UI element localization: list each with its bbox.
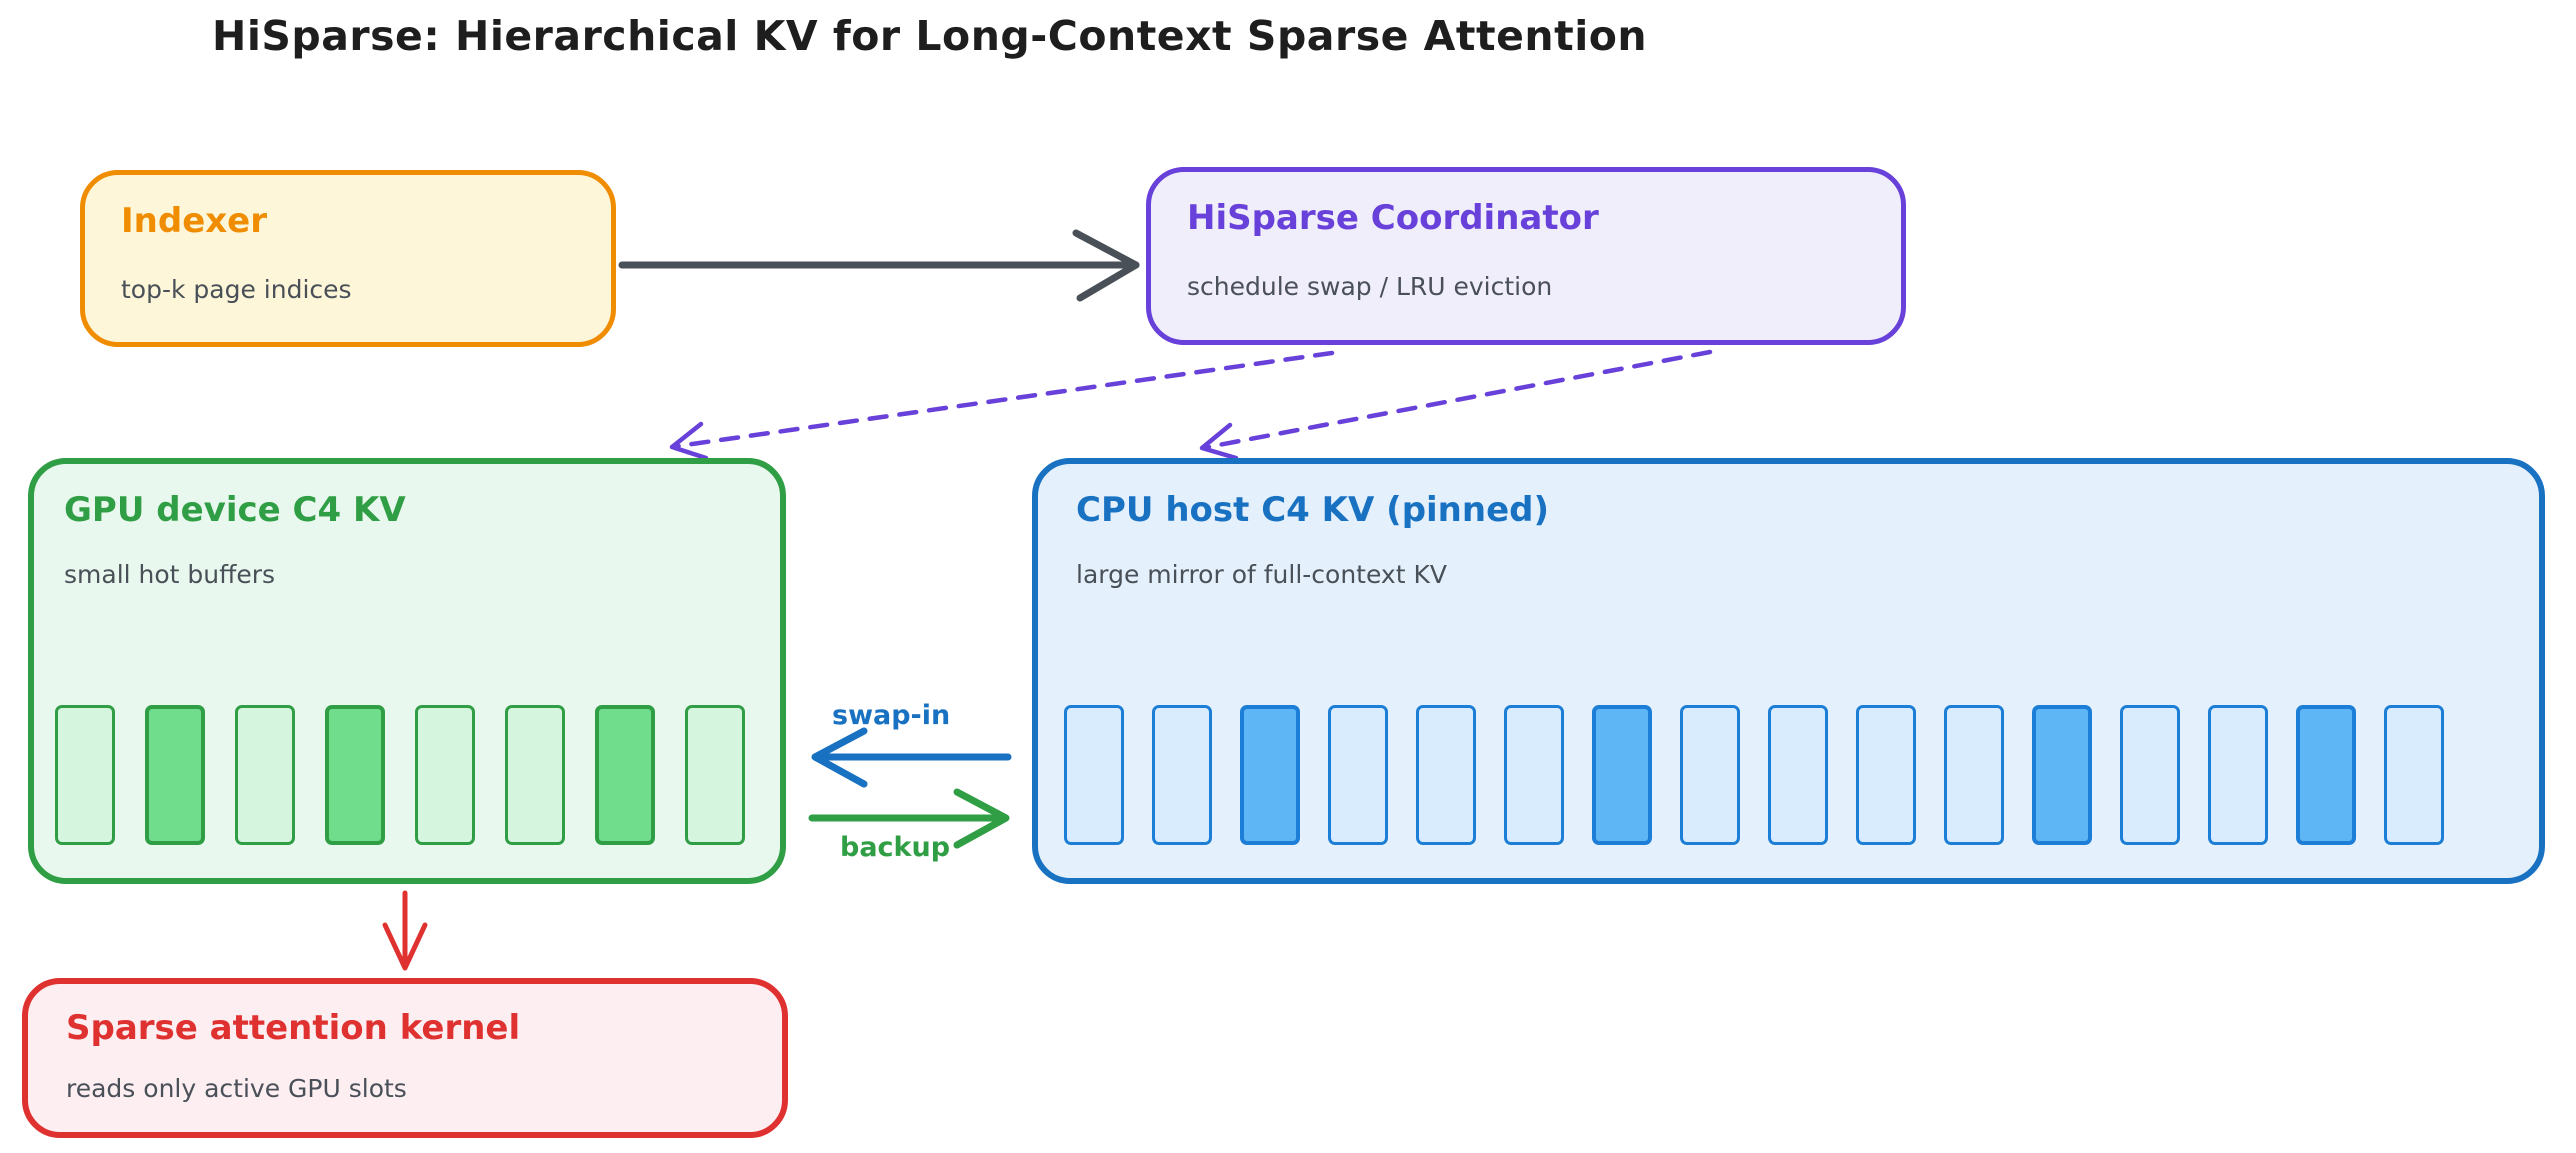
- cpu-slot-1-inactive: [1064, 705, 1124, 845]
- gpu-slot-8-inactive: [685, 705, 745, 845]
- page-title: HiSparse: Hierarchical KV for Long-Conte…: [212, 12, 1648, 60]
- cpu-slot-9-inactive: [1768, 705, 1828, 845]
- cpu-slot-12-active: [2032, 705, 2092, 845]
- gpu-slot-2-active: [145, 705, 205, 845]
- arrow-indexer-to-coordinator: [618, 229, 1140, 302]
- cpu-slot-6-inactive: [1504, 705, 1564, 845]
- kernel-subtitle: reads only active GPU slots: [66, 1074, 407, 1103]
- cpu-slot-5-inactive: [1416, 705, 1476, 845]
- kernel-title: Sparse attention kernel: [66, 1008, 521, 1048]
- arrow-gpu-to-kernel: [382, 890, 428, 971]
- arrow-swap-in: [811, 727, 1012, 788]
- arrow-coordinator-to-gpu: [669, 350, 1335, 461]
- backup-label: backup: [840, 832, 951, 863]
- node-sparse-attention-kernel: Sparse attention kernel reads only activ…: [22, 978, 788, 1138]
- cpu-slot-13-inactive: [2120, 705, 2180, 845]
- indexer-title: Indexer: [121, 201, 268, 241]
- cpu-slot-15-active: [2296, 705, 2356, 845]
- cpu-slot-4-inactive: [1328, 705, 1388, 845]
- node-coordinator: HiSparse Coordinator schedule swap / LRU…: [1146, 167, 1906, 345]
- cpu-slot-row: [1064, 705, 2444, 845]
- coordinator-title: HiSparse Coordinator: [1187, 198, 1599, 238]
- gpu-slot-row: [55, 705, 745, 845]
- cpu-slot-11-inactive: [1944, 705, 2004, 845]
- gpu-slot-7-active: [595, 705, 655, 845]
- gpu-slot-4-active: [325, 705, 385, 845]
- cpu-title: CPU host C4 KV (pinned): [1076, 490, 1550, 530]
- cpu-slot-2-inactive: [1152, 705, 1212, 845]
- node-cpu-host-kv: CPU host C4 KV (pinned) large mirror of …: [1032, 458, 2545, 884]
- coordinator-subtitle: schedule swap / LRU eviction: [1187, 272, 1553, 301]
- swap-in-label: swap-in: [832, 700, 951, 731]
- gpu-slot-5-inactive: [415, 705, 475, 845]
- node-indexer: Indexer top-k page indices: [80, 170, 616, 347]
- cpu-subtitle: large mirror of full-context KV: [1076, 560, 1447, 589]
- cpu-slot-8-inactive: [1680, 705, 1740, 845]
- gpu-slot-3-inactive: [235, 705, 295, 845]
- cpu-slot-16-inactive: [2384, 705, 2444, 845]
- cpu-slot-7-active: [1592, 705, 1652, 845]
- gpu-title: GPU device C4 KV: [64, 490, 406, 530]
- node-gpu-device-kv: GPU device C4 KV small hot buffers: [28, 458, 786, 884]
- cpu-slot-14-inactive: [2208, 705, 2268, 845]
- gpu-slot-1-inactive: [55, 705, 115, 845]
- indexer-subtitle: top-k page indices: [121, 275, 352, 304]
- arrow-coordinator-to-cpu: [1199, 349, 1713, 461]
- gpu-subtitle: small hot buffers: [64, 560, 276, 589]
- cpu-slot-10-inactive: [1856, 705, 1916, 845]
- gpu-slot-6-inactive: [505, 705, 565, 845]
- cpu-slot-3-active: [1240, 705, 1300, 845]
